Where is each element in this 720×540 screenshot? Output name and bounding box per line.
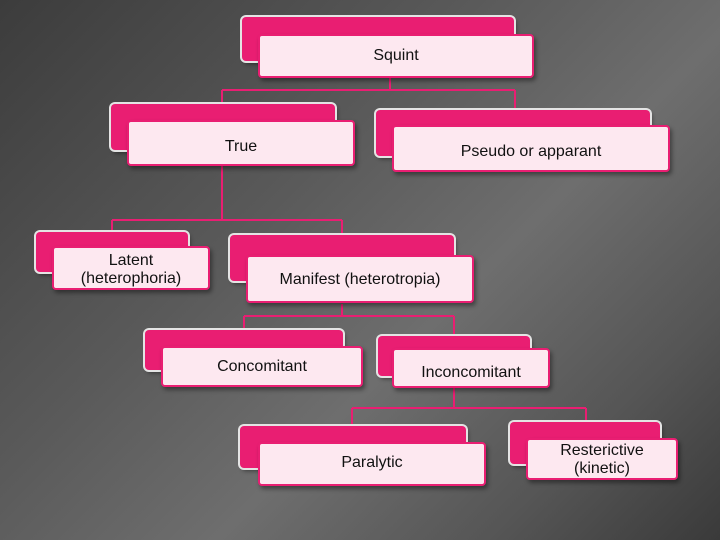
node-inconcomitant-label: Inconcomitant — [421, 364, 521, 381]
node-squint-box: Squint — [258, 34, 534, 78]
node-manifest-label: Manifest (heterotropia) — [279, 271, 441, 288]
node-latent-box: Latent (heterophoria) — [52, 246, 210, 290]
node-concomitant-label: Concomitant — [217, 358, 307, 375]
node-resterictive-box: Resterictive (kinetic) — [526, 438, 678, 480]
node-inconcomitant-box: Inconcomitant — [392, 348, 550, 388]
node-manifest-box: Manifest (heterotropia) — [246, 255, 474, 303]
node-resterictive-label: Resterictive (kinetic) — [560, 442, 644, 477]
node-concomitant-box: Concomitant — [161, 346, 363, 387]
node-pseudo-label: Pseudo or apparant — [460, 143, 602, 160]
node-true-box: True — [127, 120, 355, 166]
node-latent-label: Latent (heterophoria) — [80, 252, 182, 287]
node-paralytic-label: Paralytic — [341, 454, 403, 471]
node-squint-label: Squint — [373, 47, 419, 64]
node-true-label: True — [224, 138, 258, 155]
node-paralytic-box: Paralytic — [258, 442, 486, 486]
node-pseudo-box: Pseudo or apparant — [392, 125, 670, 172]
